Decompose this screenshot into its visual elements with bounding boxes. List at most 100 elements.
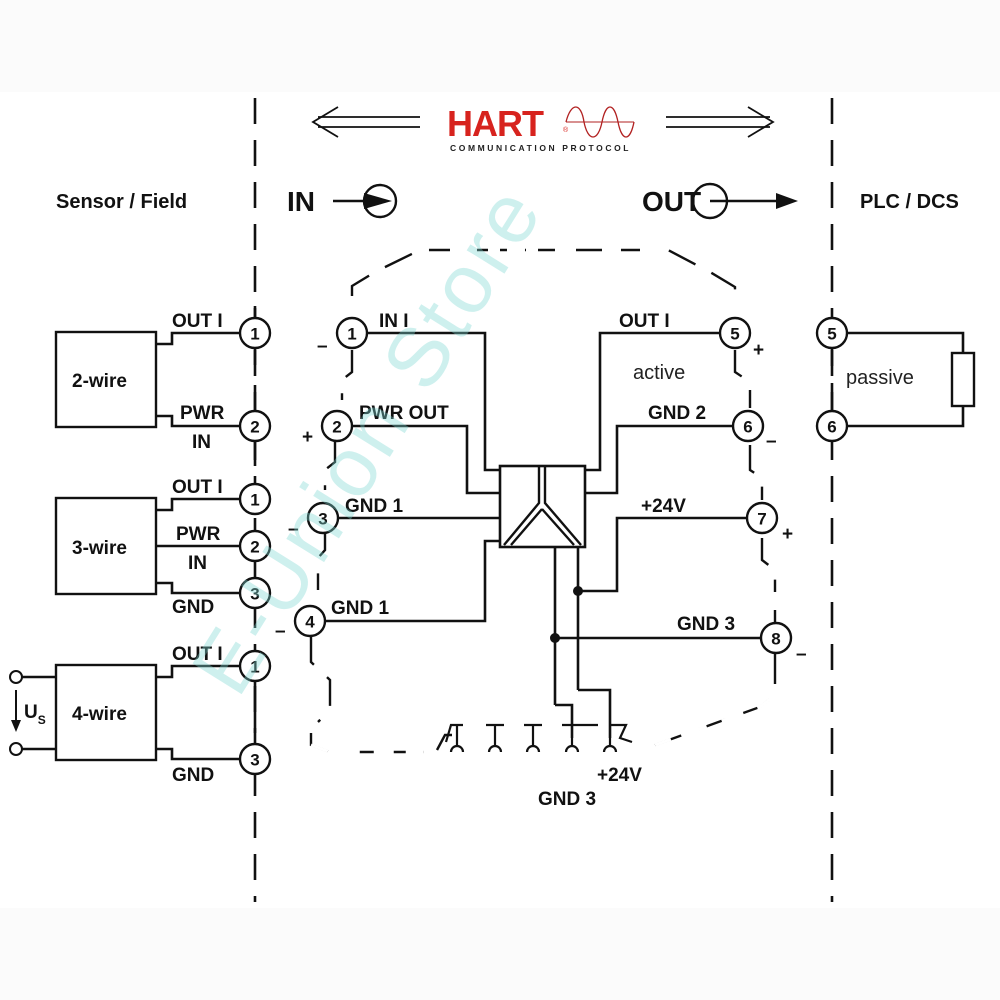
terminal-1[interactable]: 1 [238,316,272,350]
plc-terminal-5[interactable]: 5 [815,316,849,350]
polarity-7: + [782,524,793,545]
output-label-7: +24V [641,496,686,517]
polarity-2: + [302,427,313,448]
wire-24v-down [578,688,612,738]
svg-text:4: 4 [305,613,315,632]
module-outputs: OUT I active GND 2 +24V GND 3 + – + – 5 … [550,311,807,738]
wire [156,331,240,346]
module-inputs: IN I PWR OUT GND 1 GND 1 – + – – 1 2 3 4 [275,311,500,642]
hart-header: HART ® COMMUNICATION PROTOCOL [311,103,775,153]
supply-voltage-symbol: U [24,702,38,723]
terminal-3[interactable]: 3 [238,576,272,610]
wire [847,331,965,353]
terminal-2[interactable]: 2 [238,529,272,563]
junction-dot [573,586,583,596]
svg-text:5: 5 [827,325,836,344]
module-terminal-2[interactable]: 2 [320,409,354,443]
svg-text:2: 2 [250,418,259,437]
sensor-2-wire: 2-wire OUT I PWR IN 1 2 [54,306,272,466]
terminal-label: PWR [176,524,221,545]
wire [156,747,240,761]
sine-wave-icon [565,106,635,138]
hart-tagline: COMMUNICATION PROTOCOL [450,143,631,153]
polarity-6: – [766,431,777,452]
svg-text:3: 3 [250,751,259,770]
watermark: E-Union Store [174,168,561,709]
wire-out-5 [585,331,720,472]
bus-label-gnd3: GND 3 [538,789,596,810]
svg-text:2: 2 [250,538,259,557]
svg-text:1: 1 [347,325,356,344]
module-housing-outline [309,248,777,754]
hart-logo-text: HART [447,103,544,144]
supply-voltage-label: US [24,702,46,727]
output-label-5: OUT I [619,311,670,332]
bus-connector: +24V GND 3 [444,723,642,810]
svg-text:1: 1 [250,658,259,677]
double-arrow-left-icon [311,106,420,138]
module-terminal-5[interactable]: 5 [718,316,752,350]
terminal-label: PWR [180,403,225,424]
sensor-box [54,496,158,596]
terminal-1[interactable]: 1 [238,482,272,516]
module-outline-bottom [310,743,438,754]
module-terminal-8[interactable]: 8 [759,621,793,655]
sensor-3-wire: 3-wire OUT I PWR IN GND 1 2 3 [54,477,272,618]
input-label-4: GND 1 [331,598,390,619]
wire [847,406,965,428]
terminal-label: GND [172,597,214,618]
junction-dot [550,633,560,643]
plc-terminal-6[interactable]: 6 [815,409,849,443]
input-label-2: PWR OUT [359,403,449,424]
module-terminal-3[interactable]: 3 [306,501,340,535]
module-outline-right-lower [654,693,776,747]
bottom-band [0,908,1000,1000]
module-terminal-4[interactable]: 4 [293,604,327,638]
svg-text:3: 3 [250,585,259,604]
wire-in-2 [352,424,500,495]
resistor-icon [950,351,976,408]
svg-text:2: 2 [332,418,341,437]
wire [156,664,240,679]
polarity-1: – [317,336,328,357]
wire-in-4 [325,539,500,623]
bus-contact-icon [444,723,633,753]
sensor-name: 2-wire [72,371,127,392]
terminal-label: OUT I [172,644,223,665]
terminal-1[interactable]: 1 [238,649,272,683]
sensor-box [54,330,158,429]
zone-label-sensor-field: Sensor / Field [56,191,187,213]
module-terminal-1[interactable]: 1 [335,316,369,350]
wire-in-1 [367,331,500,472]
terminal-3[interactable]: 3 [238,742,272,776]
polarity-5: + [753,340,764,361]
supply-terminal-icon [9,670,23,684]
svg-text:7: 7 [757,510,766,529]
terminal-label: GND [172,765,214,786]
wire [156,581,240,595]
terminal-label: IN [188,553,207,574]
output-label-6: GND 2 [648,403,706,424]
terminal-2[interactable]: 2 [238,409,272,443]
svg-text:1: 1 [250,491,259,510]
svg-text:3: 3 [318,510,327,529]
sensor-4-wire: 4-wire US OUT I GND 1 3 [9,644,272,786]
terminal-label: OUT I [172,477,223,498]
wire-out-6 [585,424,735,495]
svg-text:6: 6 [827,418,836,437]
module-terminal-6[interactable]: 6 [731,409,765,443]
svg-text:5: 5 [730,325,739,344]
active-label: active [633,362,685,384]
passive-label: passive [846,367,914,389]
svg-text:1: 1 [250,325,259,344]
in-label: IN [287,186,315,217]
output-arrow-icon [691,182,798,220]
zone-label-plc-dcs: PLC / DCS [860,191,959,213]
wire-out-7 [578,516,747,593]
bus-label-24v: +24V [597,765,642,786]
supply-terminal-icon [9,742,23,756]
sensor-name: 3-wire [72,538,127,559]
wire-gnd3-down [555,703,574,738]
module-terminal-7[interactable]: 7 [745,501,779,535]
